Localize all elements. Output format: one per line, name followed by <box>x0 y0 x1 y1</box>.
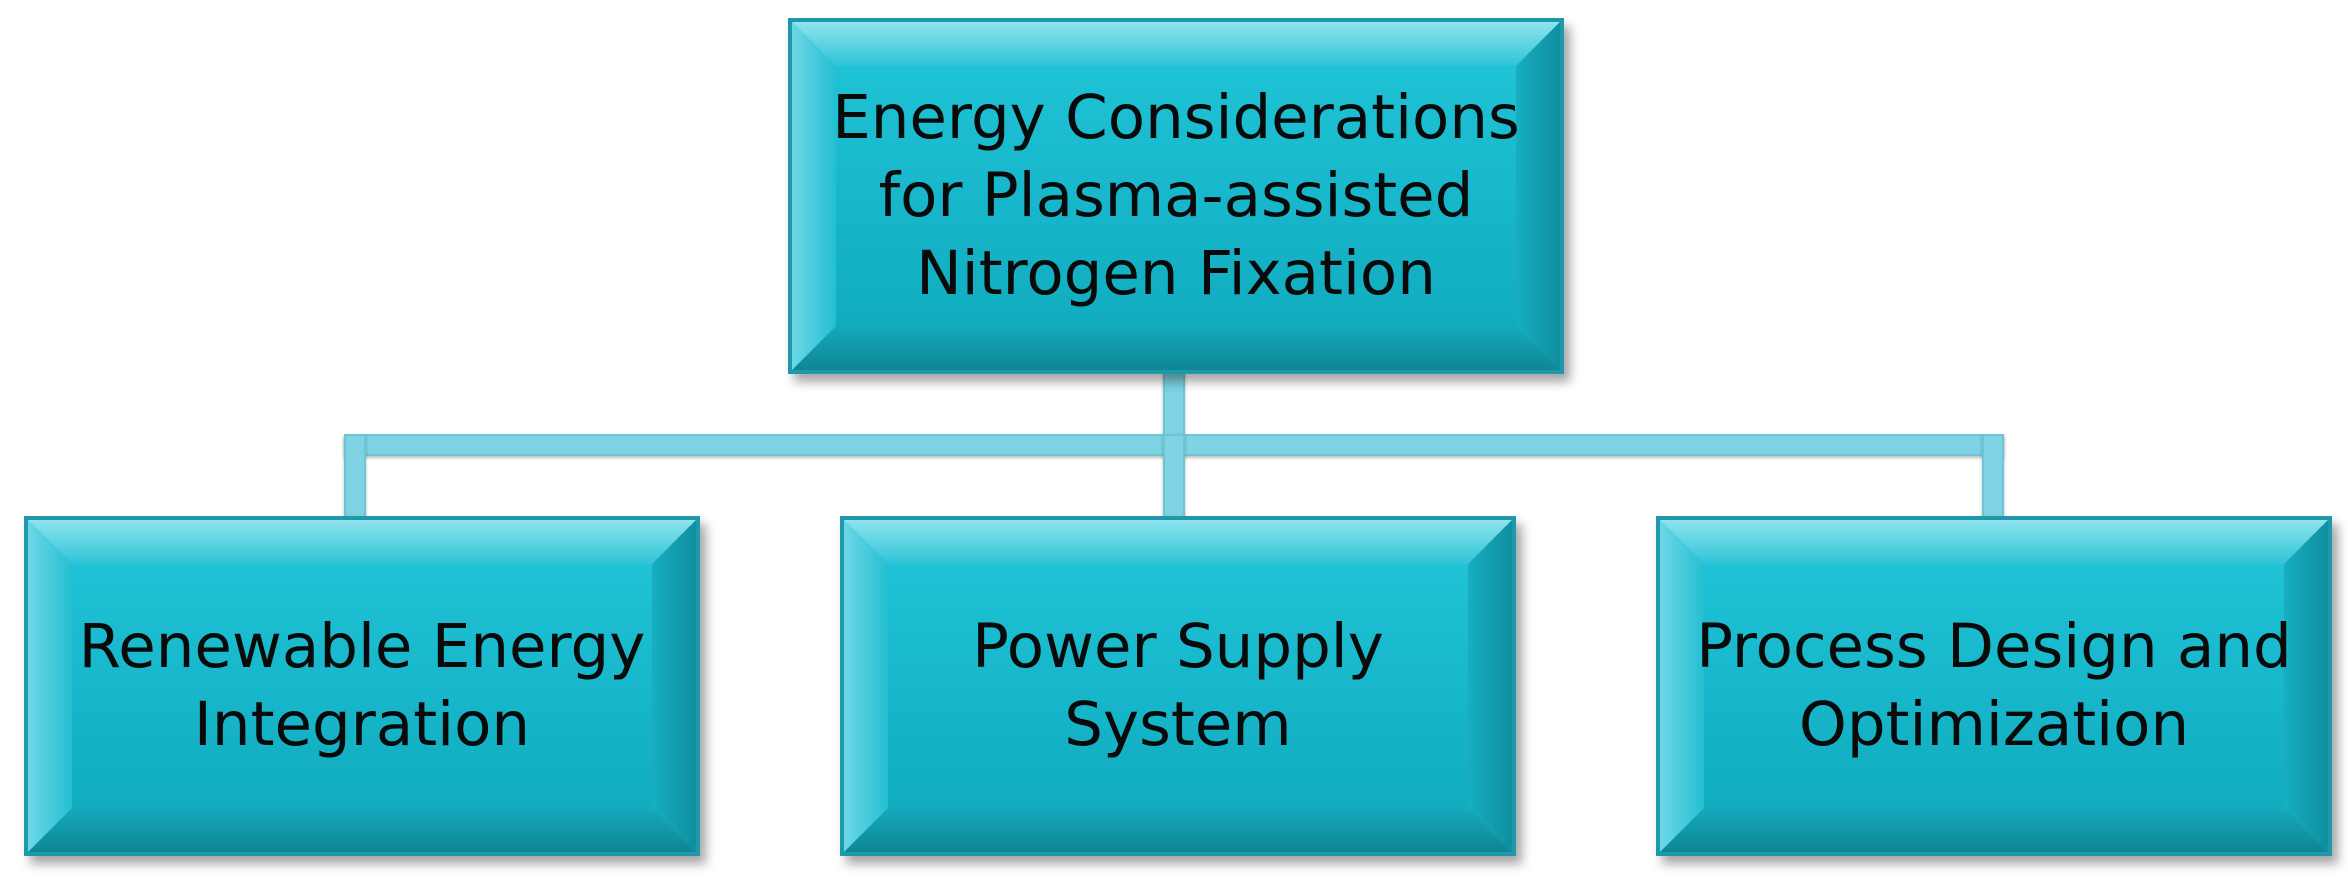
connector-root-down <box>1163 372 1185 454</box>
connector-left-down <box>344 434 366 524</box>
child-node-renewable-energy-integration: Renewable Energy Integration <box>24 516 700 856</box>
root-node: Energy Considerations for Plasma-assiste… <box>788 18 1564 374</box>
child-node-power-supply-system: Power Supply System <box>840 516 1516 856</box>
child-node-process-design-and-optimization: Process Design and Optimization <box>1656 516 2332 856</box>
root-node-label: Energy Considerations for Plasma-assiste… <box>832 81 1520 310</box>
connector-right-down <box>1982 434 2004 524</box>
child-node-label: Renewable Energy Integration <box>78 610 646 760</box>
connector-center-down <box>1163 434 1185 524</box>
child-node-label: Power Supply System <box>972 610 1384 760</box>
child-node-label: Process Design and Optimization <box>1696 610 2292 760</box>
